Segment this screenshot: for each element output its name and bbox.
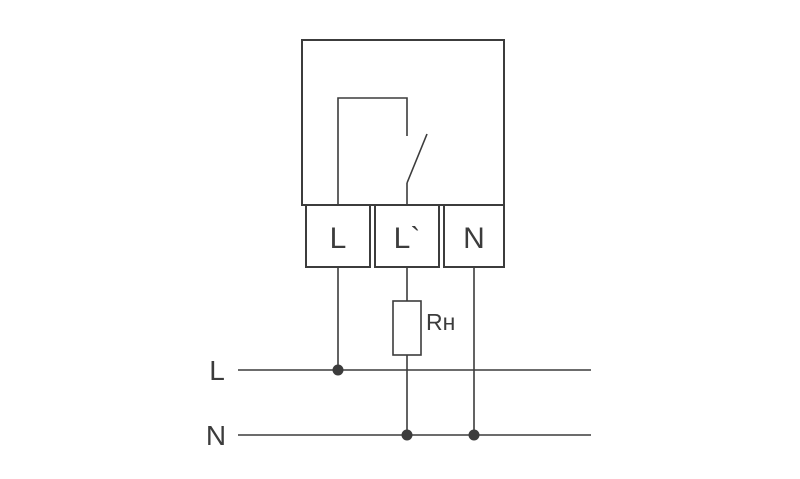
relay-fixed-contact-wire [337,97,408,205]
terminal-box-n [443,204,505,268]
junction-dot-n [468,429,480,441]
terminal-label-n: N [463,222,485,255]
load-resistor [392,300,422,356]
terminal-box-l-prime [374,204,440,268]
relay-switch-blade [406,133,428,184]
load-resistor-label: Rн [426,309,455,335]
terminal-box-l [305,204,371,268]
junction-dot-l [332,364,344,376]
supply-line-n-label: N [206,420,226,451]
device-housing-outline [301,39,505,206]
terminal-label-l: L [330,222,347,255]
supply-line-l-label: L [209,355,225,386]
junction-dot-load-neutral [401,429,413,441]
terminal-label-l-prime: L` [394,222,421,255]
